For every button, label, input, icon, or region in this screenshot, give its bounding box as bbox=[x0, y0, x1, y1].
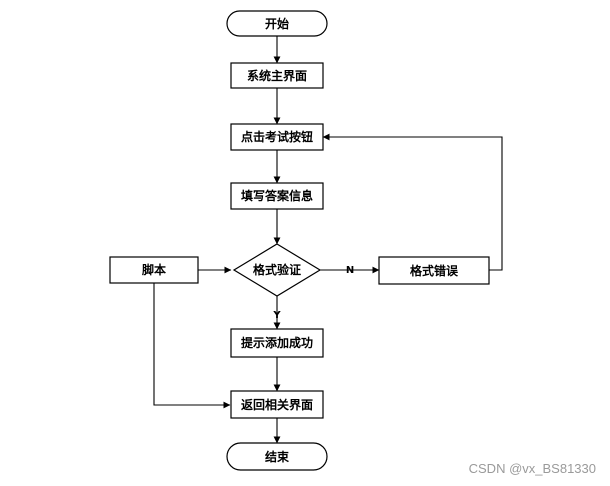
end-label: 结束 bbox=[265, 449, 290, 464]
return-ui-process: 返回相关界面 bbox=[230, 390, 324, 419]
watermark: CSDN @vx_BS81330 bbox=[469, 461, 596, 476]
format-check-label: 格式验证 bbox=[253, 262, 301, 277]
format-error-process: 格式错误 bbox=[378, 256, 490, 285]
format-error-label: 格式错误 bbox=[410, 263, 459, 278]
edge-label-no: N bbox=[346, 265, 354, 276]
click-exam-label: 点击考试按钮 bbox=[241, 129, 313, 144]
fill-answer-label: 填写答案信息 bbox=[241, 188, 313, 203]
main-ui-process: 系统主界面 bbox=[230, 62, 324, 89]
end-terminator: 结束 bbox=[226, 442, 328, 471]
edge-label-yes: Y bbox=[272, 310, 281, 321]
edge-error-back-to-click bbox=[322, 133, 503, 271]
script-process: 脚本 bbox=[109, 256, 199, 284]
format-check-decision: 格式验证 bbox=[232, 243, 322, 297]
add-success-process: 提示添加成功 bbox=[230, 328, 324, 358]
add-success-label: 提示添加成功 bbox=[241, 335, 313, 350]
fill-answer-process: 填写答案信息 bbox=[230, 182, 324, 210]
edges bbox=[153, 36, 503, 444]
click-exam-process: 点击考试按钮 bbox=[230, 123, 324, 151]
edge-script-to-return bbox=[153, 283, 231, 409]
return-ui-label: 返回相关界面 bbox=[241, 397, 313, 412]
main-ui-label: 系统主界面 bbox=[247, 68, 307, 83]
script-label: 脚本 bbox=[142, 262, 166, 277]
start-label: 开始 bbox=[265, 16, 289, 31]
start-terminator: 开始 bbox=[226, 10, 328, 37]
